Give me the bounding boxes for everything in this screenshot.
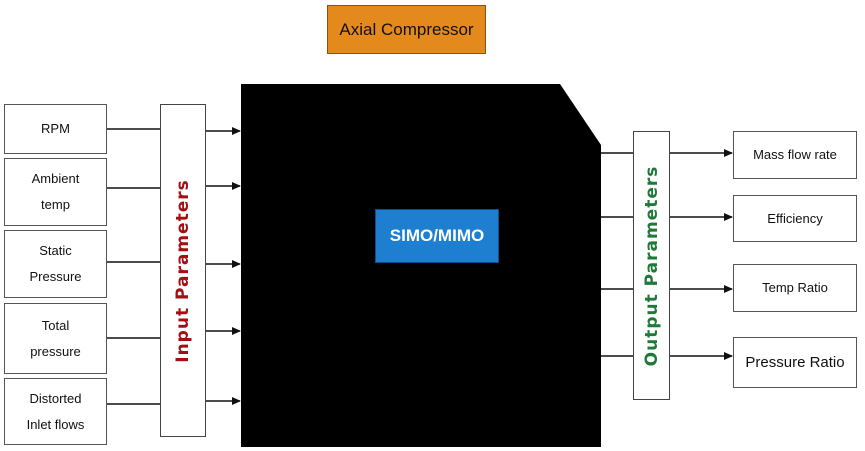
input-box-rpm: RPM (4, 104, 107, 154)
output-parameters-bar: Output Parameters (633, 131, 670, 400)
output-label: Efficiency (767, 210, 823, 226)
input-parameters-label: Input Parameters (173, 178, 193, 363)
output-box-pressure-ratio: Pressure Ratio (733, 337, 857, 388)
output-label: Mass flow rate (753, 147, 837, 162)
model-box: SIMO/MIMO (375, 209, 499, 263)
title-box: Axial Compressor (327, 5, 486, 54)
model-label: SIMO/MIMO (389, 226, 485, 245)
output-label: Pressure Ratio (745, 353, 845, 371)
title-text: Axial Compressor (339, 19, 474, 39)
output-box-temp-ratio: Temp Ratio (733, 264, 857, 312)
output-parameters-label: Output Parameters (641, 165, 662, 366)
output-box-mass-flow-rate: Mass flow rate (733, 131, 857, 179)
input-label: RPM (41, 121, 70, 136)
output-box-efficiency: Efficiency (733, 195, 857, 242)
output-label: Temp Ratio (762, 280, 828, 295)
core-block (241, 84, 601, 447)
input-parameters-bar: Input Parameters (160, 104, 206, 437)
